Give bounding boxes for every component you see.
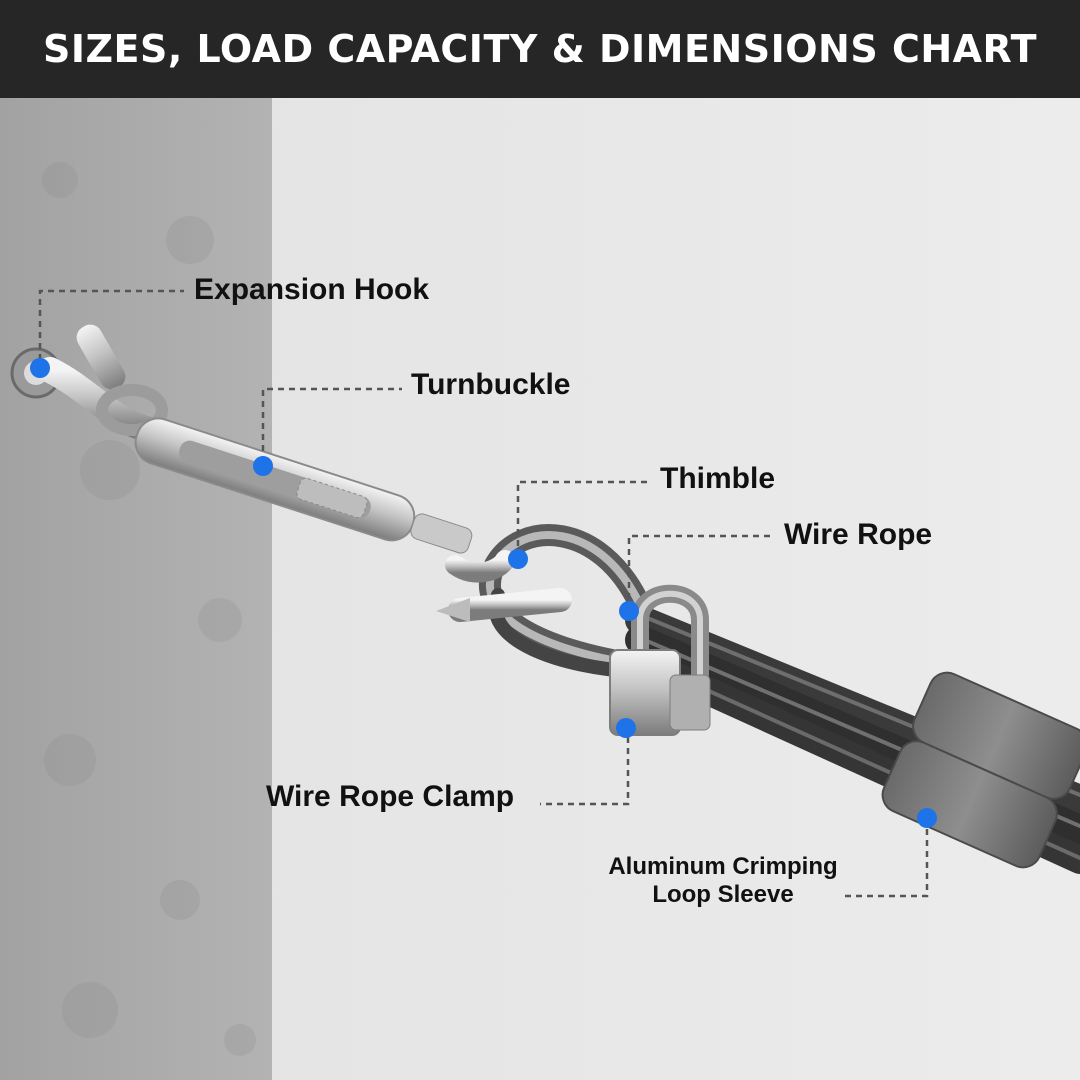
label-crimping-sleeve-line1: Aluminum Crimping [608,853,838,880]
turnbuckle [134,417,515,583]
crimping-sleeve [881,671,1080,869]
wire-rope-clamp [609,584,711,736]
header-banner: SIZES, LOAD CAPACITY & DIMENSIONS CHART [0,0,1080,98]
marker-wire-rope [619,601,639,621]
label-crimping-sleeve: Aluminum Crimping Loop Sleeve [598,853,848,908]
leader-thimble [516,480,652,557]
label-thimble: Thimble [660,462,776,495]
label-expansion-hook: Expansion Hook [194,273,430,306]
leader-crimping-sleeve [842,818,929,898]
leader-expansion-hook [38,289,184,360]
leader-wire-rope [627,534,775,610]
marker-turnbuckle [253,456,273,476]
leader-turnbuckle [261,387,402,462]
page-title: SIZES, LOAD CAPACITY & DIMENSIONS CHART [42,27,1038,71]
label-crimping-sleeve-line2: Loop Sleeve [652,880,794,908]
label-wire-rope: Wire Rope [784,518,933,551]
concrete-wall [0,98,272,1080]
expansion-hook [10,324,168,443]
marker-expansion-hook [30,358,50,378]
callout-markers [30,358,937,828]
marker-thimble [508,549,528,569]
leader-wire-rope-clamp [540,726,630,806]
label-wire-rope-clamp: Wire Rope Clamp [266,780,515,813]
label-turnbuckle: Turnbuckle [411,368,571,401]
hardware-illustration [0,98,1080,1080]
marker-crimping-sleeve [917,808,937,828]
hook-tip [436,588,572,622]
marker-wire-rope-clamp [616,718,636,738]
wall-texture [42,162,256,1056]
leader-lines [38,289,929,898]
